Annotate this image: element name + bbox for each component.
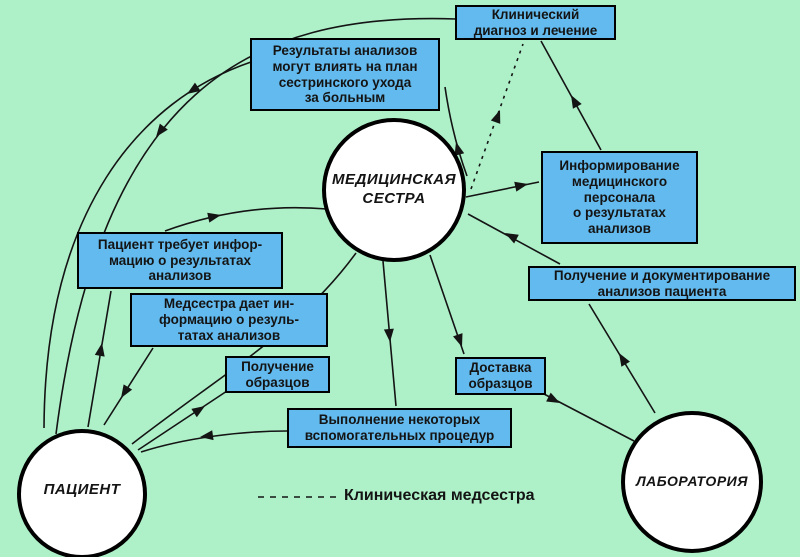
arrow-gives-to-patient bbox=[103, 347, 154, 426]
arrowhead bbox=[191, 406, 205, 418]
node-patient-requests: Пациент требует инфор- мацию о результат… bbox=[77, 232, 283, 289]
arrow-diagnosis-to-patient bbox=[55, 17, 457, 435]
arrow-inform-to-diagnosis bbox=[540, 40, 602, 151]
actor-patient-circle: ПАЦИЕНТ bbox=[17, 429, 147, 557]
node-deliver-samples: Доставка образцов bbox=[455, 357, 546, 395]
arrow-nurse-to-inform bbox=[465, 181, 540, 198]
arrow-results-to-patient bbox=[43, 61, 252, 429]
arrowhead bbox=[546, 392, 560, 403]
node-clinical-diagnosis: Клинический диагноз и лечение bbox=[455, 5, 616, 40]
node-results-influence: Результаты анализов могут влиять на план… bbox=[250, 38, 440, 111]
node-aux-procedures: Выполнение некоторых вспомогательных про… bbox=[287, 408, 512, 448]
arrow-nurse-to-diagnosis-dashed bbox=[470, 43, 524, 190]
arrowhead bbox=[454, 142, 465, 156]
arrow-patient-to-nurse bbox=[131, 252, 357, 445]
arrowhead bbox=[453, 333, 463, 347]
arrowhead bbox=[490, 110, 501, 124]
node-inform-staff: Информирование медицинского персонала о … bbox=[541, 151, 698, 244]
arrowhead bbox=[383, 328, 394, 342]
arrowhead bbox=[505, 233, 519, 244]
arrowhead bbox=[207, 212, 221, 223]
node-nurse-gives: Медсестра дает ин- формацию о резуль- та… bbox=[130, 293, 328, 347]
arrow-patient-to-obtain bbox=[137, 390, 228, 451]
arrow-request-to-nurse bbox=[164, 206, 328, 232]
actor-nurse-circle: МЕДИЦИНСКАЯ СЕСТРА bbox=[322, 118, 466, 262]
arrowhead bbox=[121, 384, 133, 398]
arrow-patient-to-request bbox=[87, 290, 112, 428]
node-obtain-samples: Получение образцов bbox=[225, 356, 330, 393]
arrow-delivery-to-lab bbox=[543, 393, 635, 442]
arrowhead bbox=[571, 95, 582, 109]
arrowhead bbox=[187, 82, 201, 94]
arrowhead bbox=[200, 430, 214, 441]
actor-lab-circle: ЛАБОРАТОРИЯ bbox=[621, 411, 763, 553]
arrowhead bbox=[619, 353, 630, 367]
legend-label: Клиническая медсестра bbox=[344, 487, 535, 504]
node-receive-document: Получение и документирование анализов па… bbox=[528, 266, 796, 301]
arrowhead bbox=[94, 343, 105, 357]
arrow-nurse-to-results bbox=[444, 86, 468, 177]
arrowhead bbox=[514, 181, 528, 192]
arrowhead bbox=[156, 123, 168, 137]
